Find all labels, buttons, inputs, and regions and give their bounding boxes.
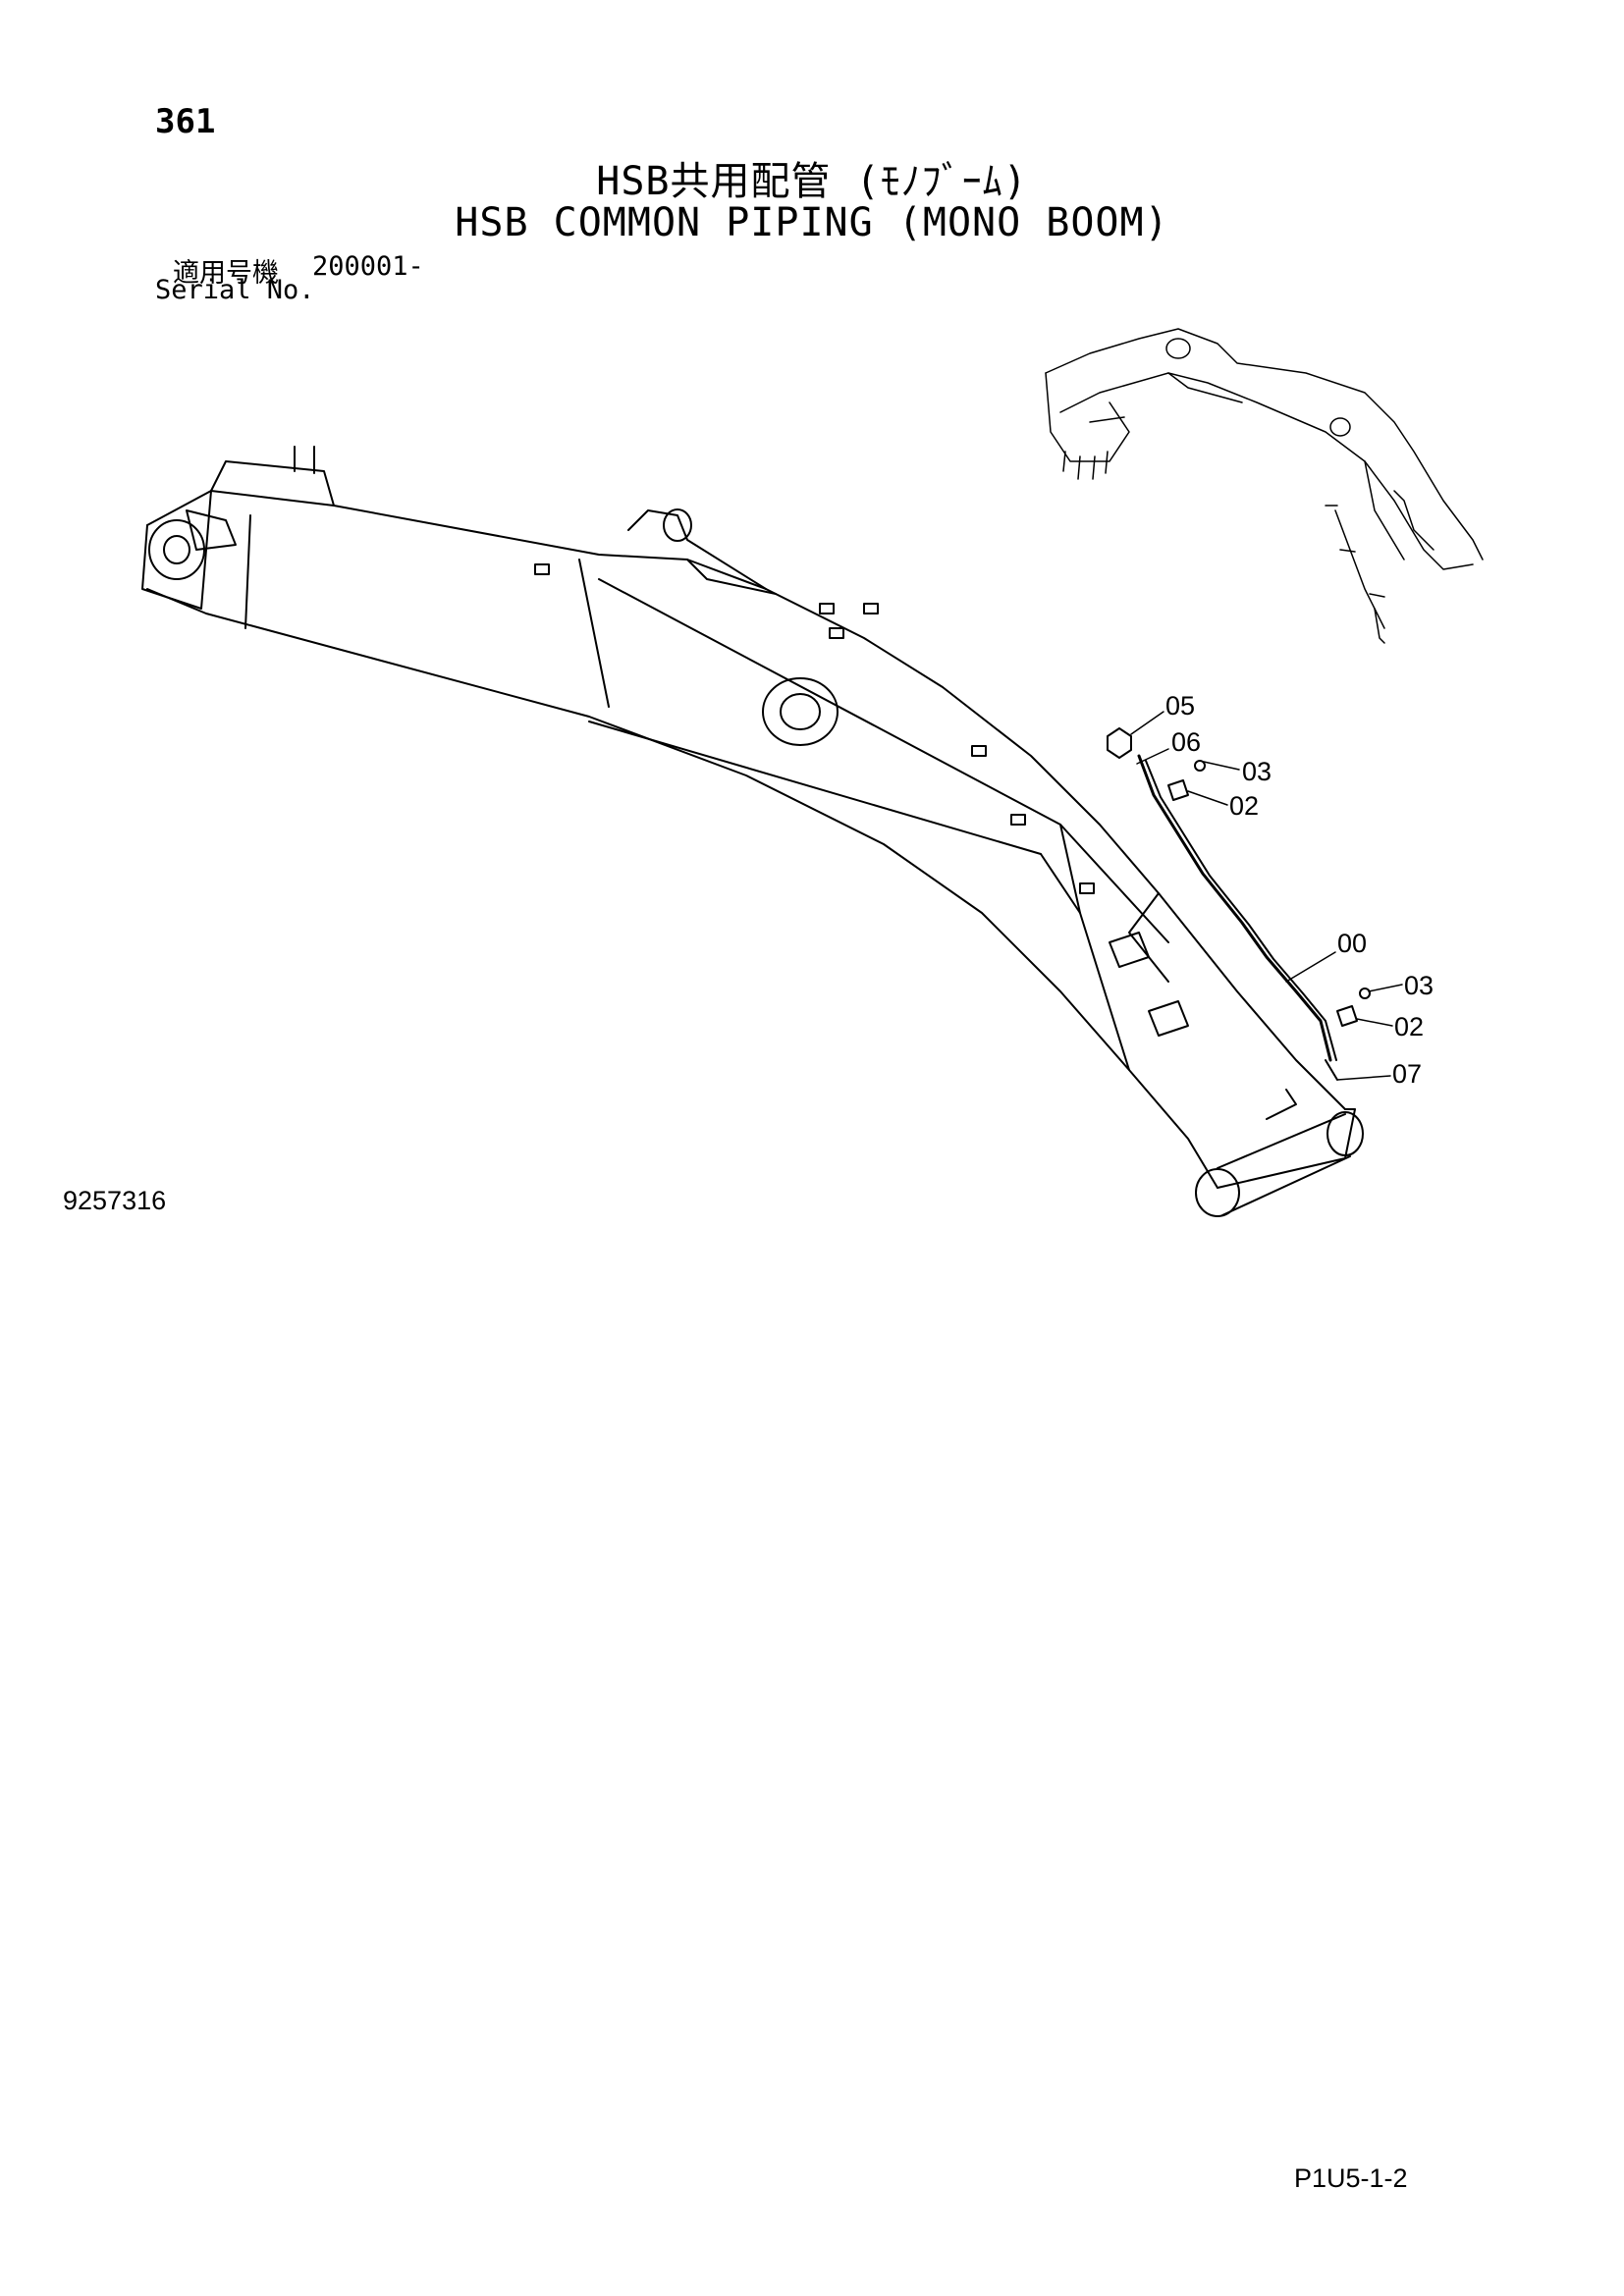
page-number: 361	[155, 102, 216, 141]
callout-03-lower: 03	[1404, 971, 1434, 1000]
serial-value: 200001-	[312, 251, 424, 282]
callout-02-lower: 02	[1394, 1012, 1424, 1041]
excavator-key-view	[1045, 328, 1484, 644]
page-title-english: HSB COMMON PIPING (MONO BOOM)	[455, 200, 1169, 245]
boom-illustration	[141, 446, 1364, 1217]
callout-05: 05	[1165, 691, 1195, 721]
callout-00: 00	[1337, 929, 1367, 958]
callout-07: 07	[1392, 1059, 1422, 1089]
serial-label-japanese: 適用号機	[173, 258, 279, 289]
page-code: P1U5-1-2	[1294, 2163, 1408, 2193]
callout-02: 02	[1229, 791, 1259, 821]
callout-03: 03	[1242, 757, 1272, 786]
callout-leaders	[1130, 711, 1403, 1081]
callout-06: 06	[1171, 727, 1201, 757]
page-title-japanese: HSB共用配管 (ﾓﾉﾌﾞｰﾑ)	[596, 159, 1028, 204]
serial-label-english: Serial No.	[155, 275, 315, 305]
drawing-number: 9257316	[63, 1186, 167, 1215]
hsb-pipe-illustration	[1107, 727, 1371, 1081]
